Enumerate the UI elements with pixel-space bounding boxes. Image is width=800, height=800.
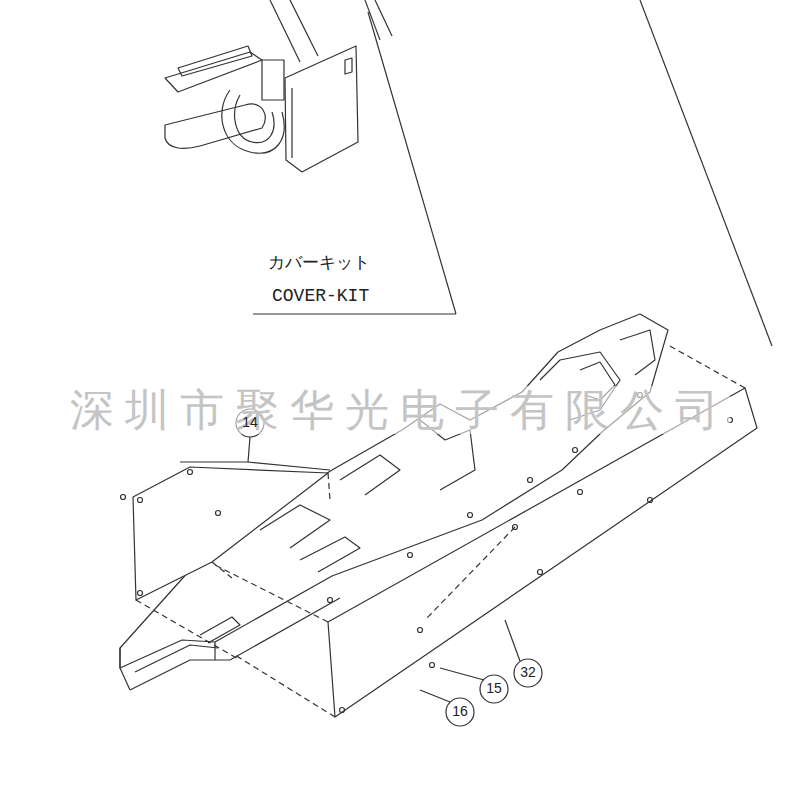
leader-line [368, 12, 456, 314]
callout-number: 32 [520, 665, 536, 680]
underline [253, 313, 456, 314]
leader-line [180, 437, 520, 702]
callout-number: 14 [242, 415, 258, 430]
watermark: 深圳市聚华光电子有限公司 [70, 386, 730, 434]
part-name: カバーキット [268, 253, 370, 272]
cover-kit-figure [165, 0, 392, 172]
callout-number: 15 [486, 681, 502, 696]
guide-line [640, 0, 772, 346]
side-plate [121, 467, 331, 660]
part-name: COVER-KIT [272, 287, 369, 307]
callout-circle [236, 409, 542, 726]
callout-number: 16 [452, 704, 468, 719]
